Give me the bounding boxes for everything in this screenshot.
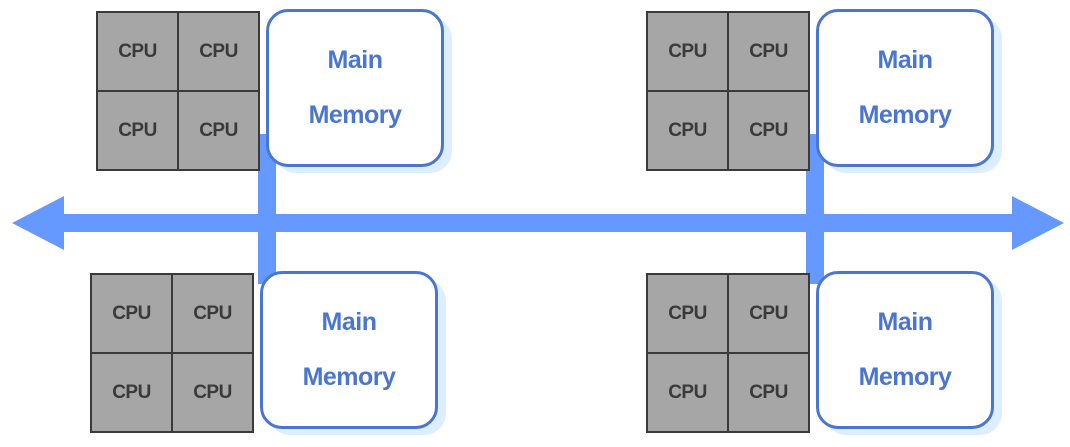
cpu-cell: CPU <box>648 13 728 91</box>
node-top-left: CPU CPU CPU CPU Main Memory <box>96 9 456 175</box>
node-top-right: CPU CPU CPU CPU Main Memory <box>646 9 1006 175</box>
cpu-grid: CPU CPU CPU CPU <box>90 273 254 433</box>
cpu-cell: CPU <box>178 91 258 169</box>
node-bottom-left: CPU CPU CPU CPU Main Memory <box>90 271 450 437</box>
cpu-grid: CPU CPU CPU CPU <box>646 11 810 171</box>
memory-label-line2: Memory <box>308 101 402 129</box>
memory-label-line2: Memory <box>858 363 952 391</box>
memory-label-line1: Main <box>321 308 377 336</box>
cpu-cell: CPU <box>728 353 808 431</box>
bus-shaft <box>55 214 1017 232</box>
main-memory-box: Main Memory <box>266 9 444 167</box>
bus-arrow-left-icon <box>12 196 64 250</box>
cpu-grid: CPU CPU CPU CPU <box>646 273 810 433</box>
bus-arrow-right-icon <box>1012 196 1064 250</box>
cpu-cell: CPU <box>172 275 252 353</box>
cpu-cell: CPU <box>98 91 178 169</box>
node-bottom-right: CPU CPU CPU CPU Main Memory <box>646 271 1006 437</box>
memory-label-line1: Main <box>877 308 933 336</box>
connector-right <box>806 134 824 284</box>
cpu-cell: CPU <box>92 275 172 353</box>
cpu-cell: CPU <box>728 275 808 353</box>
cpu-cell: CPU <box>178 13 258 91</box>
cpu-cell: CPU <box>728 91 808 169</box>
main-memory-box: Main Memory <box>816 9 994 167</box>
cpu-cell: CPU <box>92 353 172 431</box>
cpu-grid: CPU CPU CPU CPU <box>96 11 260 171</box>
cpu-cell: CPU <box>648 91 728 169</box>
main-memory-box: Main Memory <box>816 271 994 429</box>
memory-label-line2: Memory <box>302 363 396 391</box>
connector-left <box>258 134 276 284</box>
memory-label-line1: Main <box>877 46 933 74</box>
cpu-cell: CPU <box>648 353 728 431</box>
cpu-cell: CPU <box>728 13 808 91</box>
memory-label-line1: Main <box>327 46 383 74</box>
main-memory-box: Main Memory <box>260 271 438 429</box>
cpu-cell: CPU <box>98 13 178 91</box>
memory-label-line2: Memory <box>858 101 952 129</box>
cpu-cell: CPU <box>648 275 728 353</box>
cpu-cell: CPU <box>172 353 252 431</box>
